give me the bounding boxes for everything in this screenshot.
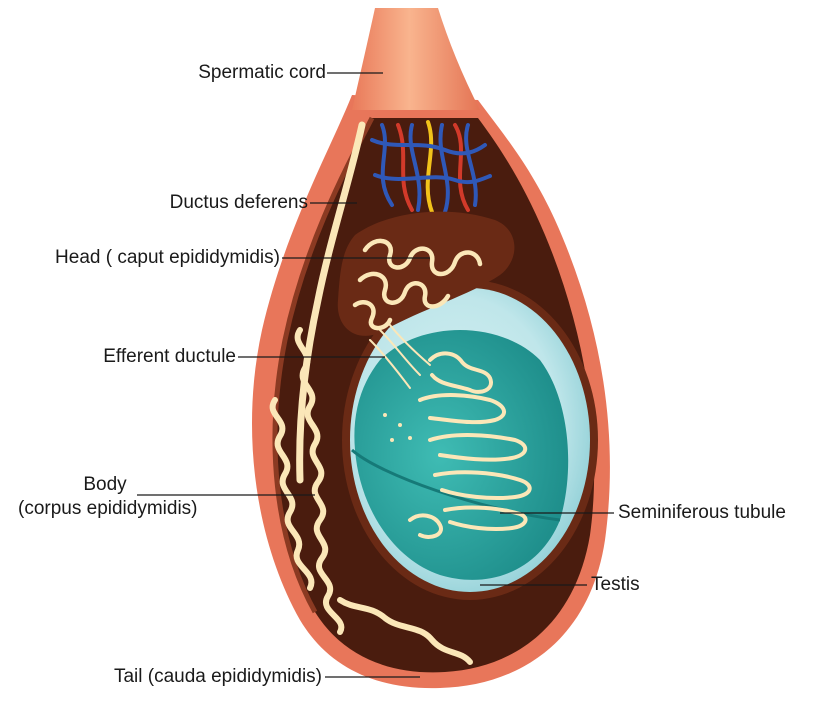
label-efferent-ductule: Efferent ductule — [58, 346, 236, 368]
label-seminiferous-tubule: Seminiferous tubule — [618, 502, 786, 524]
label-testis: Testis — [591, 574, 640, 596]
spermatic-cord-shape — [352, 8, 480, 110]
label-ductus-deferens: Ductus deferens — [138, 192, 308, 214]
label-head-caput-epididymidis: Head ( caput epididymidis) — [10, 247, 280, 269]
label-tail-cauda-epididymidis: Tail (cauda epididymidis) — [40, 666, 322, 688]
label-body-corpus-epididymidis: (corpus epididymidis) — [18, 498, 198, 520]
label-spermatic-cord: Spermatic cord — [158, 62, 326, 84]
label-body: Body — [75, 474, 135, 496]
